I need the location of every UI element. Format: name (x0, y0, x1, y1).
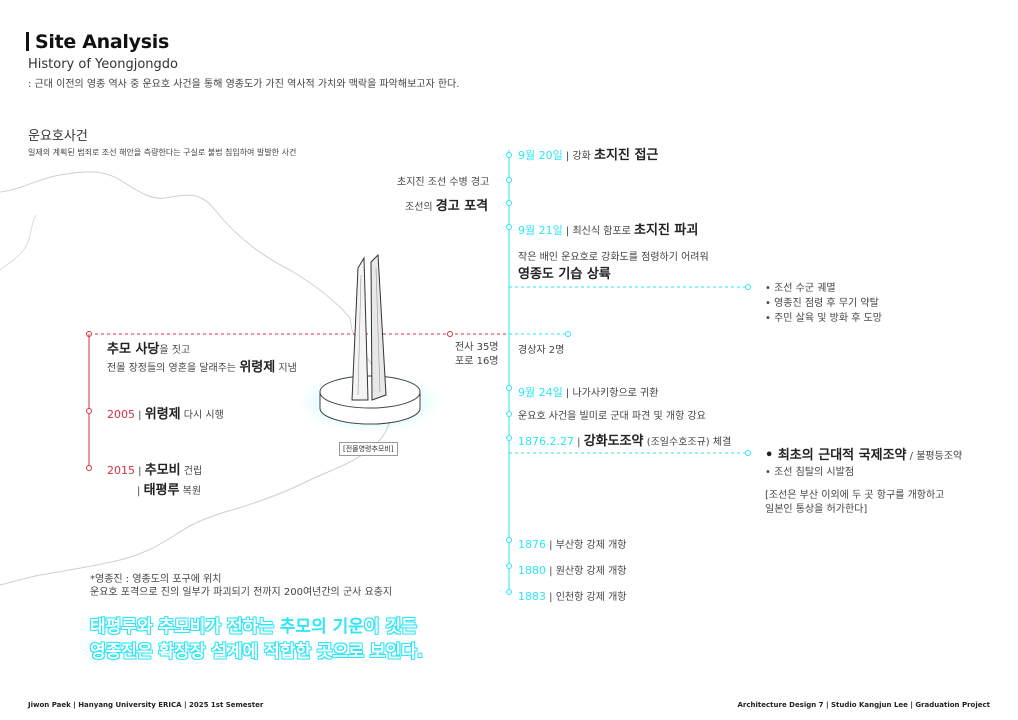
monument-illustration (319, 253, 421, 425)
page-subtitle: History of Yeongjongdo (28, 57, 178, 72)
event-sep24: 9월 24일 | 나가사키항으로 귀환 (518, 386, 659, 399)
bullet-item: • 조선 침탈의 시발점 (765, 467, 855, 478)
event-sep20: 9월 20일 | 강화 초지진 접근 (518, 148, 659, 163)
event-sep20-note2: 조선의 경고 포격 (405, 199, 489, 214)
bullet-item: • 조선 수군 궤멸 (765, 283, 836, 294)
event-sep20-note1: 초지진 조선 수병 경고 (397, 177, 490, 188)
casualty-left: 전사 35명 포로 16명 (455, 342, 499, 367)
event-sep21-note2: 영종도 기습 상륙 (518, 267, 611, 282)
bullet-item: • 영종진 점령 후 무기 약탈 (765, 298, 879, 309)
conclusion-line2: 영종진은 확장장 설계에 적합한 곳으로 보인다. (90, 642, 424, 662)
memorial-line1: 추모 사당을 짓고 (107, 342, 191, 357)
page-description: : 근대 이전의 영종 역사 중 운요호 사건을 통해 영종도가 가진 역사적 … (28, 79, 460, 90)
footer-right: Architecture Design 7 | Studio Kangjun L… (737, 701, 990, 709)
event-sep21-note1: 작은 배인 운요호로 강화도를 점령하기 어려워 (518, 252, 709, 263)
event-sep21-bullets: • 조선 수군 궤멸 • 영종진 점령 후 무기 약탈 • 주민 살육 및 방화… (765, 281, 882, 326)
footer-left: Jiwon Paek | Hanyang University ERICA | … (28, 701, 264, 709)
casualty-right: 경상자 2명 (518, 345, 565, 356)
bullet-item: • 최초의 근대적 국제조약 / 불평등조약 (765, 448, 963, 463)
bullet-item: • 주민 살육 및 방화 후 도망 (765, 313, 882, 324)
event-treaty-quote: [조선은 부산 이외에 두 곳 항구를 개항하고 일본인 통상을 허가한다] (765, 490, 945, 515)
event-treaty-bullets: • 최초의 근대적 국제조약 / 불평등조약 • 조선 침탈의 시발점 (765, 446, 962, 481)
coastline-inner (0, 214, 37, 271)
event-treaty: 1876.2.27 | 강화도조약 (조일수호조규) 체결 (518, 434, 732, 449)
event-sep21: 9월 21일 | 최신식 함포로 초지진 파괴 (518, 223, 699, 238)
memorial-2005: 2005 | 위령제 다시 시행 (107, 407, 224, 422)
memorial-line2: 전몰 장정들의 영혼을 달래주는 위령제 지냄 (107, 360, 297, 375)
memorial-2015: 2015 | 추모비 건립 (107, 463, 203, 478)
port-wonsan: 1880 | 원산항 강제 개항 (518, 564, 627, 577)
port-incheon: 1883 | 인천항 강제 개항 (518, 590, 627, 603)
event-sep24-note: 운요호 사건을 빌미로 군대 파견 및 개항 강요 (518, 411, 706, 422)
incident-description: 일제의 계획된 범죄로 조선 해안을 측량한다는 구실로 불법 침입하여 발발한… (28, 148, 297, 157)
yeongjongjin-note: *영종진 : 영종도의 포구에 위치 운요호 포격으로 진의 일부가 파괴되기 … (90, 574, 393, 598)
memorial-2015-2: | 태평루 복원 (137, 483, 202, 498)
conclusion-line1: 태평루와 추모비가 전하는 추모의 기운이 깃든 (90, 617, 417, 637)
incident-title: 운요호사건 (28, 129, 88, 144)
monument-caption: [전몰영령추모비] (339, 442, 398, 456)
port-busan: 1876 | 부산항 강제 개항 (518, 538, 627, 551)
page-title: Site Analysis (26, 31, 169, 53)
